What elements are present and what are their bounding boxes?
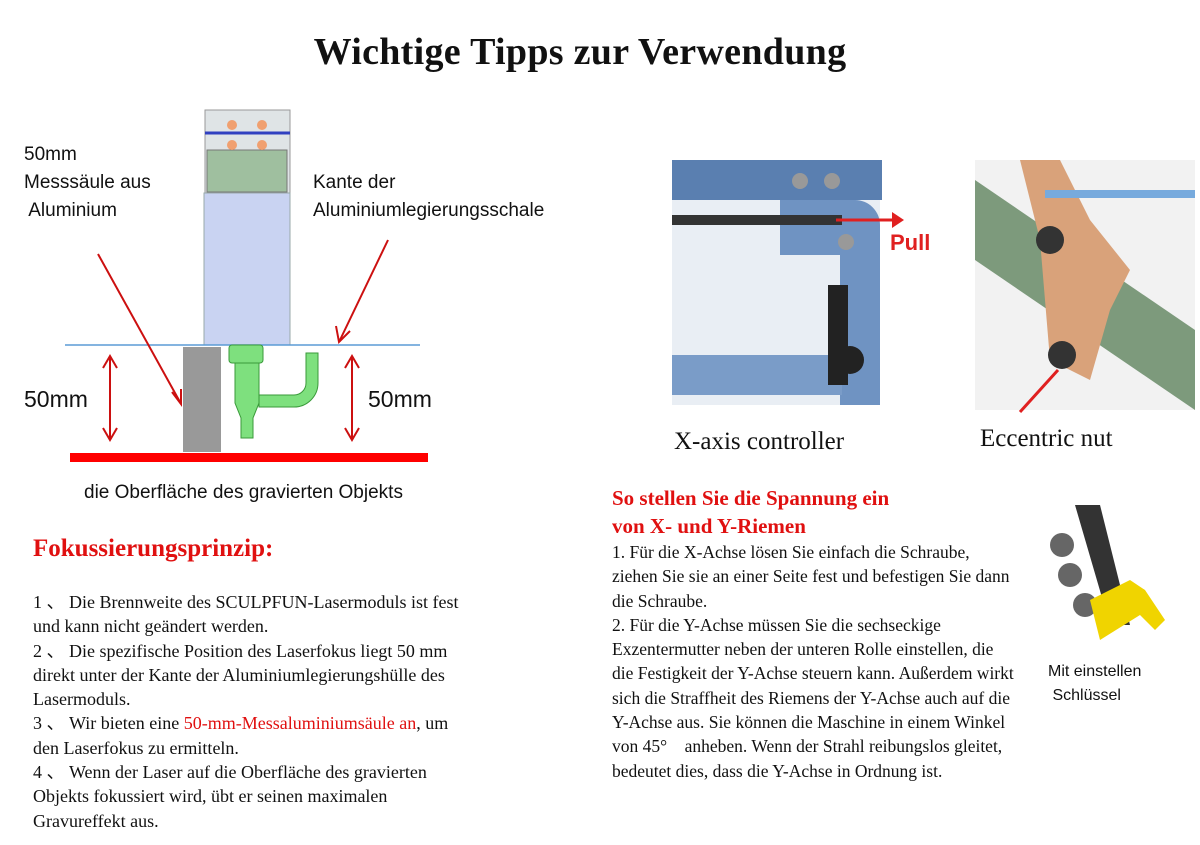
- aluminium-column: [203, 192, 291, 346]
- wrench-caption: Mit einstellen Schlüssel: [1048, 660, 1141, 708]
- focus-item: 2 、 Die spezifische Position des Laserfo…: [33, 640, 448, 710]
- x-axis-caption: X-axis controller: [674, 428, 845, 455]
- focus-item: 4 、 Wenn der Laser auf die Oberfläche de…: [33, 762, 427, 831]
- tension-item: 1. Für die X-Achse lösen Sie einfach die…: [612, 542, 1010, 611]
- wrench-photo: [1050, 505, 1165, 640]
- eccentric-nut-photo: [975, 160, 1195, 414]
- surface-label: die Oberfläche des gravierten Objekts: [84, 482, 403, 503]
- dimension-left: 50mm: [24, 386, 88, 412]
- edge-label: Kante der Aluminiumlegierungsschale: [313, 169, 544, 225]
- tension-list: 1. Für die X-Achse lösen Sie einfach die…: [612, 540, 1017, 783]
- tension-heading-line: So stellen Sie die Spannung ein: [612, 486, 890, 510]
- measuring-post: [183, 347, 221, 452]
- nozzle: [228, 344, 319, 439]
- tension-heading-line: von X- und Y-Riemen: [612, 514, 806, 538]
- focus-item: 3 、 Wir bieten eine 50-mm-Messaluminiums…: [33, 713, 449, 758]
- wrench-caption-line: Mit einstellen: [1048, 663, 1142, 680]
- dimension-right: 50mm: [368, 386, 432, 412]
- edge-label-line: Kante der: [313, 172, 396, 193]
- focus-item: 1 、 Die Brennweite des SCULPFUN-Lasermod…: [33, 592, 459, 637]
- focus-list: 1 、 Die Brennweite des SCULPFUN-Lasermod…: [33, 590, 478, 833]
- column-label: 50mm Messsäule aus Aluminium: [24, 141, 151, 225]
- column-label-line: Aluminium: [24, 200, 117, 221]
- surface-line: [70, 453, 428, 462]
- tension-item: 2. Für die Y-Achse müssen Sie die sechse…: [612, 614, 1014, 781]
- wrench-caption-line: Schlüssel: [1048, 687, 1121, 704]
- highlight-text: 50-mm-Messaluminiumsäule an: [183, 713, 417, 734]
- column-label-line: Messsäule aus: [24, 172, 151, 193]
- x-axis-photo: [672, 160, 904, 405]
- pull-label: Pull: [890, 230, 931, 255]
- focus-heading: Fokussierungsprinzip:: [33, 535, 274, 562]
- edge-label-line: Aluminiumlegierungsschale: [313, 200, 545, 221]
- eccentric-caption: Eccentric nut: [980, 425, 1113, 452]
- column-label-line: 50mm: [24, 144, 77, 165]
- tension-heading: So stellen Sie die Spannung ein von X- u…: [612, 484, 889, 540]
- page-title: Wichtige Tipps zur Verwendung: [313, 31, 847, 73]
